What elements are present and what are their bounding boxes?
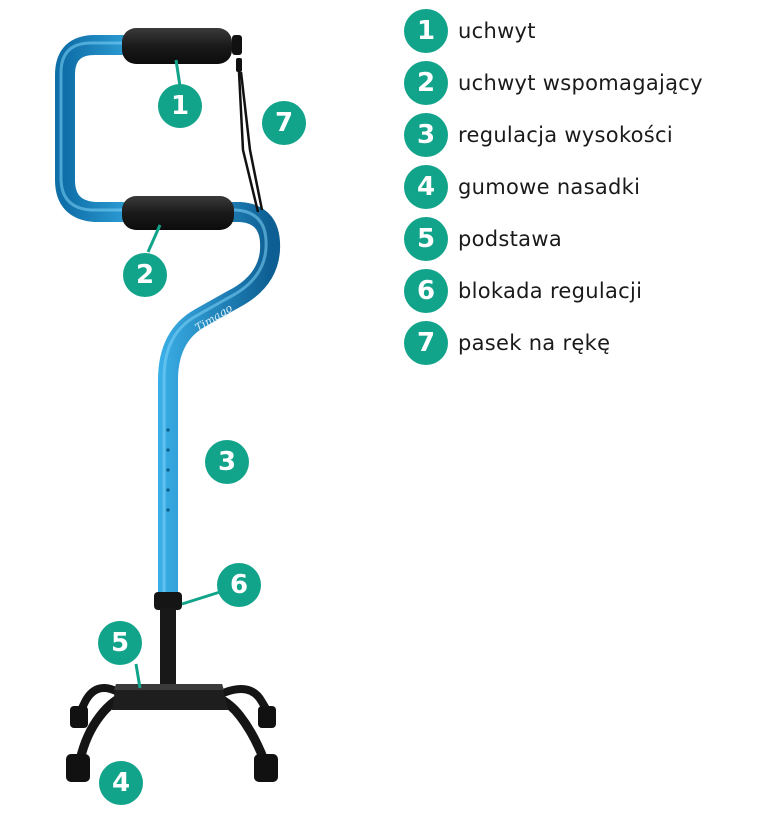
callout-1: 1 (158, 84, 202, 128)
legend-label: pasek na rękę (458, 331, 611, 355)
legend-label: gumowe nasadki (458, 175, 641, 199)
legend-item: 6 blokada regulacji (404, 269, 759, 313)
callout-4: 4 (99, 761, 143, 805)
legend-number: 6 (404, 269, 448, 313)
legend-item: 2 uchwyt wspomagający (404, 61, 759, 105)
quad-base (75, 684, 272, 765)
legend-label: blokada regulacji (458, 279, 643, 303)
lower-tube (160, 608, 176, 698)
legend-label: regulacja wysokości (458, 123, 674, 147)
legend-label: podstawa (458, 227, 562, 251)
legend-label: uchwyt (458, 19, 536, 43)
legend-item: 1 uchwyt (404, 9, 759, 53)
adjustment-holes (166, 428, 170, 512)
legend-number: 2 (404, 61, 448, 105)
legend-number: 7 (404, 321, 448, 365)
cane-frame (55, 35, 281, 606)
legend-item: 4 gumowe nasadki (404, 165, 759, 209)
rubber-tips (66, 706, 278, 782)
callout-6: 6 (217, 563, 261, 607)
callout-3: 3 (205, 440, 249, 484)
legend-number: 5 (404, 217, 448, 261)
legend-number: 3 (404, 113, 448, 157)
legend-number: 1 (404, 9, 448, 53)
callout-7: 7 (262, 101, 306, 145)
legend-number: 4 (404, 165, 448, 209)
legend-label: uchwyt wspomagający (458, 71, 703, 95)
legend: 1 uchwyt 2 uchwyt wspomagający 3 regulac… (404, 9, 759, 373)
leader-lines (134, 59, 221, 689)
legend-item: 5 podstawa (404, 217, 759, 261)
callout-2: 2 (123, 253, 167, 297)
wrist-strap (236, 58, 264, 213)
adjustment-lock (154, 592, 182, 610)
legend-item: 7 pasek na rękę (404, 321, 759, 365)
legend-item: 3 regulacja wysokości (404, 113, 759, 157)
upper-grip (122, 28, 232, 64)
callout-5: 5 (98, 621, 142, 665)
assist-grip (122, 196, 234, 230)
